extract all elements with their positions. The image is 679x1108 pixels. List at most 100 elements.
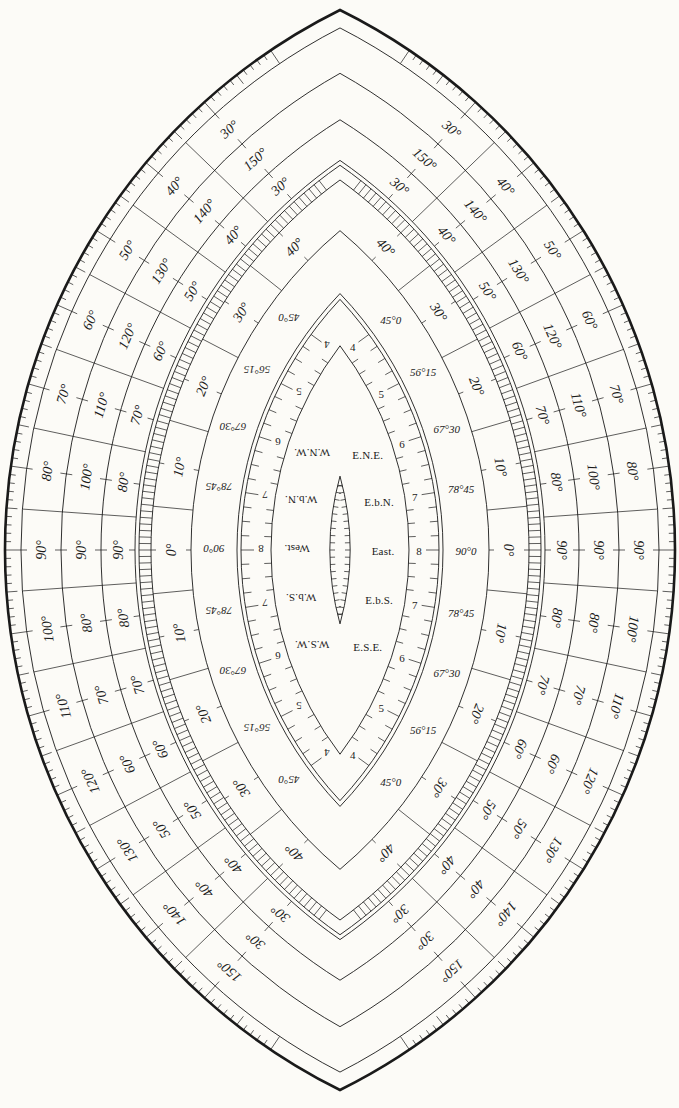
point-number-holder: 7 (411, 596, 419, 612)
point-number: 4 (323, 747, 331, 758)
point-number-holder: 5 (377, 385, 385, 401)
degree-label: 30° (243, 928, 268, 953)
point-angle-holder: 56°15 (409, 363, 437, 379)
point-angle: 78°45 (205, 481, 233, 492)
degree-label-holder: 60° (542, 751, 565, 777)
degree-label-holder: 140° (460, 195, 491, 227)
latitude-label: 40° (373, 235, 398, 260)
degree-label-holder: 80° (548, 470, 567, 494)
degree-label-holder: 70° (126, 402, 147, 427)
degree-label-holder: 140° (189, 195, 220, 227)
scale-ring (21, 28, 659, 1072)
latitude-label: 0° (165, 543, 179, 558)
compass-point-holder: East. (371, 542, 396, 558)
point-angle: 90°0 (203, 543, 226, 554)
point-number-holder: 6 (274, 435, 282, 451)
degree-label-holder: 150° (409, 143, 441, 174)
latitude-label-holder: 30° (229, 299, 254, 326)
point-number-holder: 5 (377, 699, 385, 715)
degree-label-holder: 80° (37, 459, 56, 483)
degree-label-holder: 30° (387, 901, 414, 927)
degree-label: 50° (182, 796, 205, 822)
point-angle-holder: 45°0 (278, 311, 301, 327)
degree-label: 40° (463, 875, 488, 901)
scale-ring (139, 165, 541, 934)
degree-label: 130° (505, 256, 532, 288)
latitude-label-holder: 40° (280, 840, 307, 867)
degree-label: 40° (221, 223, 246, 249)
degree-label-holder: 110° (51, 691, 74, 722)
degree-label: 120° (540, 320, 564, 352)
degree-label-holder: 100° (76, 461, 96, 492)
degree-label: 90° (35, 539, 49, 561)
point-angle: 67°30 (433, 668, 461, 679)
scale-ring (135, 160, 545, 939)
compass-point-holder: W.b.N. (284, 493, 318, 509)
degree-label: 50° (116, 237, 139, 263)
degree-label: 110° (92, 390, 113, 420)
degree-label-holder: 80° (584, 611, 603, 635)
degree-label: 70° (532, 672, 551, 697)
latitude-label: 40° (282, 840, 307, 865)
point-number-holder: 4 (323, 338, 331, 354)
point-number: 8 (257, 543, 265, 554)
compass-point: E.N.E. (351, 450, 384, 461)
point-number-holder: 4 (349, 338, 357, 354)
point-number: 4 (323, 339, 331, 350)
latitude-label: 30° (231, 300, 255, 326)
degree-label: 120° (577, 764, 601, 796)
degree-label-holder: 40° (191, 875, 217, 902)
latitude-label: 20° (466, 374, 487, 399)
point-number-holder: 7 (262, 596, 270, 612)
latitude-label: 20° (193, 374, 214, 399)
point-angle: 45°0 (278, 312, 301, 323)
degree-label-holder: 120° (540, 319, 566, 352)
point-number-holder: 7 (262, 488, 270, 504)
degree-label-holder: 90° (631, 539, 647, 561)
degree-label: 30° (268, 901, 293, 926)
degree-label: 80° (115, 470, 132, 493)
point-number: 7 (262, 489, 270, 500)
point-number: 6 (398, 653, 406, 664)
point-number: 7 (411, 600, 419, 611)
point-angle: 78°45 (205, 605, 233, 616)
degree-label-holder: 60° (115, 751, 138, 777)
degree-label-holder: 100° (37, 614, 57, 645)
degree-label-holder: 60° (149, 736, 172, 762)
latitude-label-holder: 20° (191, 701, 214, 727)
degree-label-holder: 90° (554, 539, 570, 561)
degree-label-holder: 90° (591, 539, 607, 561)
point-angle: 45°0 (379, 777, 402, 788)
point-number-holder: 6 (274, 649, 282, 665)
degree-label: 120° (79, 764, 103, 796)
point-angle-holder: 45°0 (379, 773, 402, 789)
compass-point: E.b.N. (363, 497, 395, 508)
latitude-label-holder: 0° (163, 543, 179, 558)
point-angle: 90°0 (455, 546, 478, 557)
degree-label-holder: 70° (91, 683, 112, 708)
point-angle-holder: 45°0 (379, 311, 402, 327)
degree-label-holder: 110° (90, 389, 113, 420)
degree-label: 60° (578, 307, 600, 332)
degree-label: 80° (79, 611, 96, 634)
degree-label-holder: 80° (624, 459, 643, 483)
compass-point-holder: E.b.N. (363, 493, 395, 509)
point-angle-holder: 67°30 (219, 664, 247, 680)
point-angle: 56°15 (409, 725, 437, 736)
degree-label: 130° (114, 834, 141, 866)
degree-label-holder: 40° (434, 222, 460, 249)
latitude-label: 40° (373, 840, 398, 865)
point-angle-holder: 67°30 (219, 420, 247, 436)
degree-label: 90° (112, 539, 126, 561)
degree-label: 80° (548, 470, 565, 493)
degree-label: 140° (190, 197, 219, 228)
point-angle: 45°0 (379, 315, 402, 326)
degree-label-holder: 120° (577, 764, 603, 797)
degree-label: 40° (221, 851, 246, 877)
point-number-holder: 7 (411, 488, 419, 504)
degree-label: 60° (150, 339, 172, 364)
degree-label: 140° (460, 197, 489, 228)
degree-label: 140° (491, 898, 520, 929)
degree-label: 40° (162, 174, 187, 200)
